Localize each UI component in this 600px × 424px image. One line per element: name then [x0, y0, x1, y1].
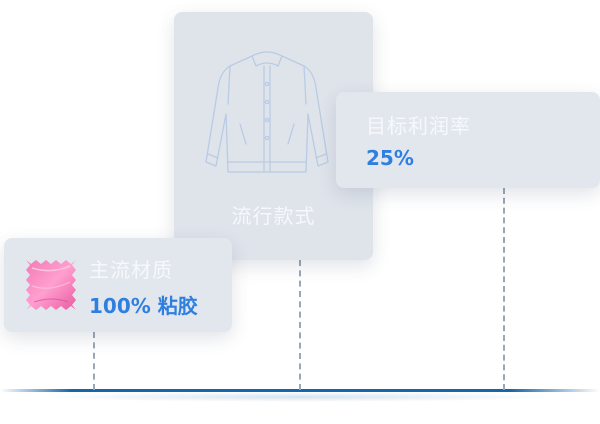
main-material-value: 100% 粘胶: [89, 294, 198, 318]
material-connector-line: [93, 332, 95, 390]
target-margin-value: 25%: [366, 146, 414, 170]
main-material-card: 主流材质 100% 粘胶: [4, 238, 232, 332]
target-margin-card: 目标利润率 25%: [336, 92, 600, 188]
margin-connector-line: [503, 188, 505, 390]
jacket-icon: [205, 51, 329, 173]
popular-style-label: 流行款式: [231, 204, 316, 228]
style-connector-line: [299, 260, 301, 390]
target-margin-label: 目标利润率: [366, 114, 471, 138]
popular-style-card: 流行款式: [174, 12, 373, 260]
baseline-glow: [40, 392, 560, 402]
timeline-baseline: [0, 389, 600, 392]
main-material-label: 主流材质: [89, 258, 173, 282]
fabric-swatch-icon: [26, 260, 76, 310]
